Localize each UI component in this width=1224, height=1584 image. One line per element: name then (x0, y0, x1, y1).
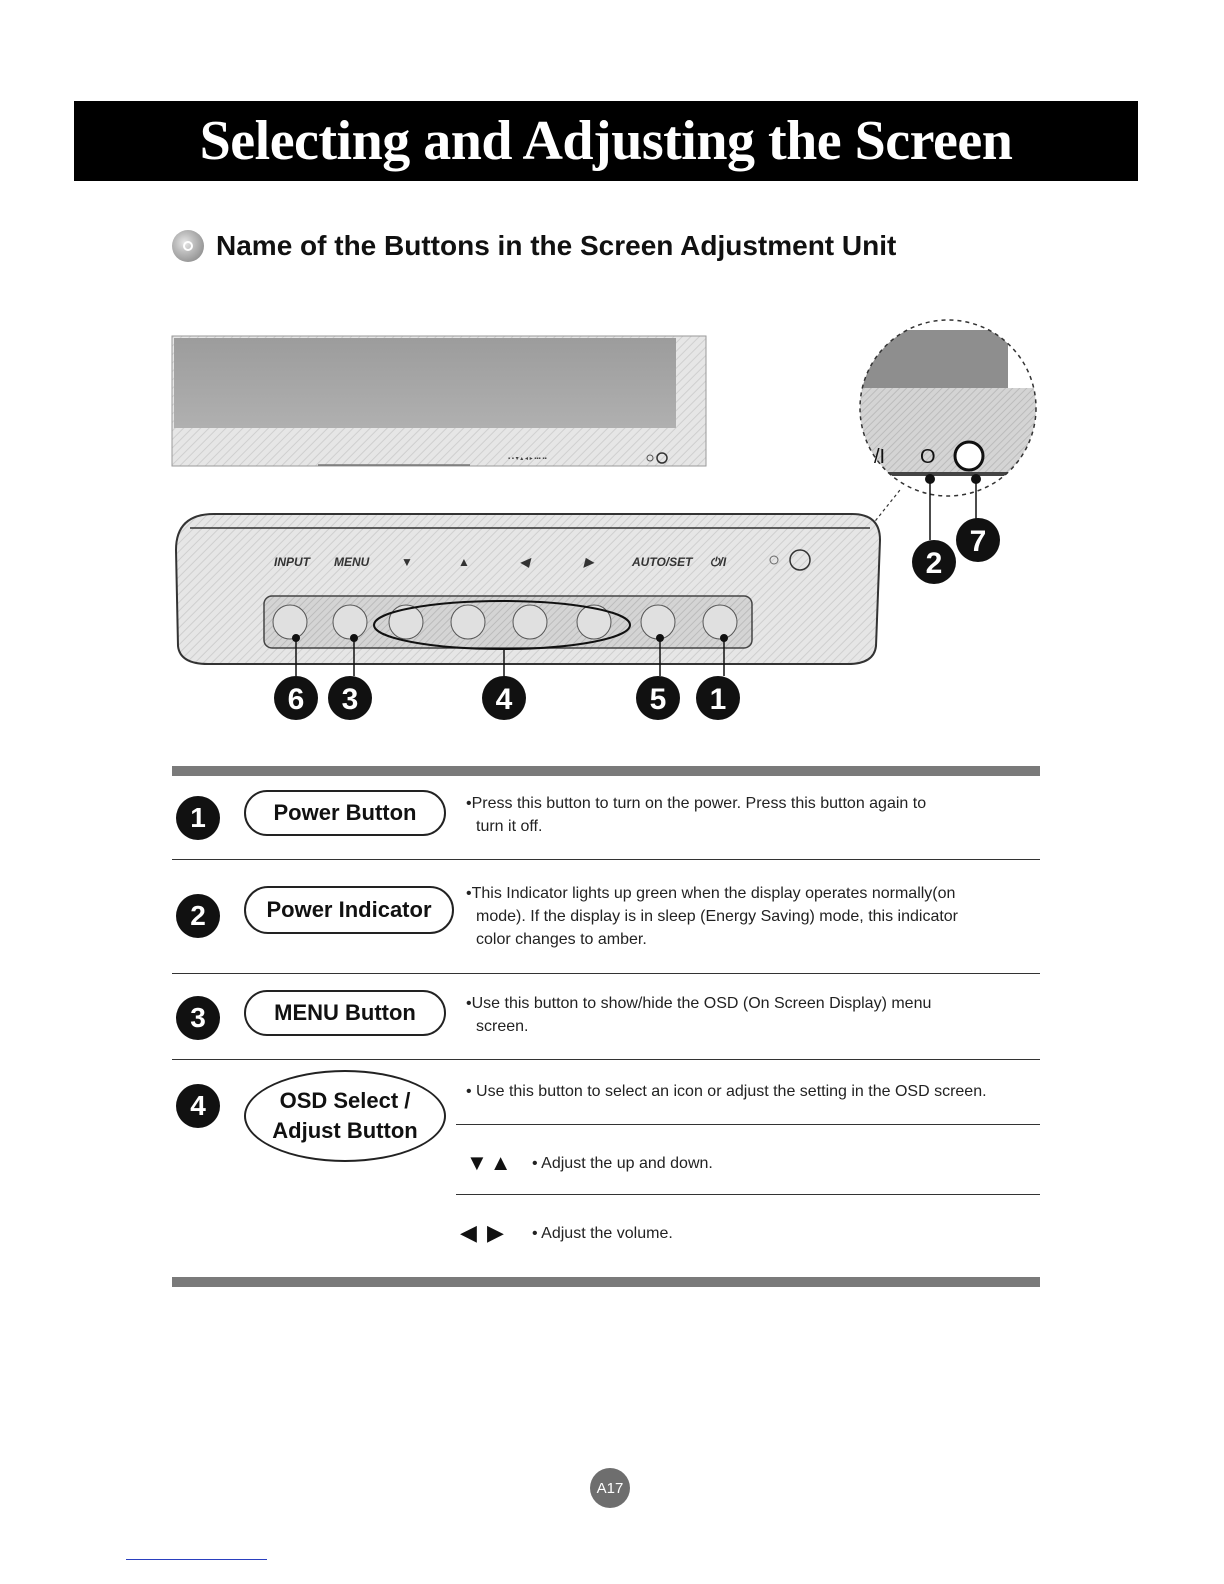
callout-1: 1 (696, 676, 740, 720)
sub-divider (456, 1194, 1040, 1195)
power-button-icon (702, 604, 738, 640)
row-divider (172, 859, 1040, 860)
menu-button-description: •Use this button to show/hide the OSD (O… (466, 995, 932, 1035)
svg-text:6: 6 (288, 683, 305, 716)
power-button-label: Power Button (244, 790, 446, 836)
callout-7: 7 (956, 518, 1000, 562)
svg-text:7: 7 (970, 525, 987, 558)
item-number-2: 2 (176, 894, 220, 938)
section-heading: Name of the Buttons in the Screen Adjust… (172, 228, 896, 264)
callout-5: 5 (636, 676, 680, 720)
bullet-icon (172, 230, 204, 262)
panel-label-right: ▶ (583, 555, 595, 569)
row-divider (172, 973, 1040, 974)
panel-label-up: ▲ (458, 555, 470, 569)
panel-label-left: ◀ (520, 555, 532, 569)
control-panel-illustration: INPUT MENU ▼ ▲ ◀ ▶ AUTO/SET ⏻/I (174, 513, 882, 676)
svg-text:1: 1 (710, 683, 727, 716)
page-title: Selecting and Adjusting the Screen (199, 110, 1013, 172)
callout-2: 2 (912, 540, 956, 584)
svg-text:3: 3 (342, 683, 359, 716)
osd-select-adjust-label: OSD Select / Adjust Button (244, 1070, 446, 1162)
svg-text:4: 4 (496, 683, 513, 716)
section-title: Name of the Buttons in the Screen Adjust… (216, 230, 897, 261)
page-title-bar: Selecting and Adjusting the Screen (74, 101, 1138, 181)
table-top-rule (172, 766, 1040, 776)
power-indicator-description: •This Indicator lights up green when the… (466, 885, 959, 948)
up-down-arrows-icon: ▼▲ (466, 1150, 514, 1175)
footer-line (126, 1559, 267, 1560)
svg-text:▪ ▪ ▾ ▴ ◂ ▸ ▪▪▪ ▪▪: ▪ ▪ ▾ ▴ ◂ ▸ ▪▪▪ ▪▪ (508, 456, 547, 462)
panel-label-menu: MENU (334, 555, 370, 569)
left-right-description: • Adjust the volume. (532, 1225, 673, 1242)
menu-button-label: MENU Button (244, 990, 446, 1036)
input-button-icon (272, 604, 308, 640)
left-button-icon (512, 604, 548, 640)
panel-label-input: INPUT (274, 555, 312, 569)
zoom-indicator-label: O (920, 446, 936, 468)
down-button-icon (388, 604, 424, 640)
panel-label-down: ▼ (401, 555, 413, 569)
zoom-power-button-icon (953, 440, 985, 472)
page-number: A17 (590, 1468, 630, 1508)
up-down-description: • Adjust the up and down. (532, 1155, 713, 1172)
callout-6: 6 (274, 676, 318, 720)
up-button-icon (450, 604, 486, 640)
svg-text:5: 5 (650, 683, 667, 716)
item-number-1: 1 (176, 796, 220, 840)
row-divider (172, 1059, 1040, 1060)
power-button-description: •Press this button to turn on the power.… (466, 795, 927, 835)
right-button-icon (576, 604, 612, 640)
zoom-power-label: /I (874, 446, 885, 468)
panel-label-power: ⏻/I (710, 555, 727, 569)
osd-select-description: • Use this button to select an icon or a… (466, 1083, 987, 1100)
callout-3: 3 (328, 676, 372, 720)
button-diagram: ▪ ▪ ▾ ▴ ◂ ▸ ▪▪▪ ▪▪ /I O 2 7 IN (171, 319, 1037, 720)
panel-label-auto: AUTO/SET (631, 555, 694, 569)
auto-set-button-icon (640, 604, 676, 640)
item-number-3: 3 (176, 996, 220, 1040)
callout-4: 4 (482, 676, 526, 720)
monitor-illustration: ▪ ▪ ▾ ▴ ◂ ▸ ▪▪▪ ▪▪ (171, 335, 707, 467)
power-indicator-label: Power Indicator (244, 886, 454, 934)
sub-divider (456, 1124, 1040, 1125)
menu-button-icon (332, 604, 368, 640)
table-bottom-rule (172, 1277, 1040, 1287)
svg-text:2: 2 (926, 547, 943, 580)
item-number-4: 4 (176, 1084, 220, 1128)
left-right-arrows-icon: ◀ ▶ (460, 1220, 506, 1245)
